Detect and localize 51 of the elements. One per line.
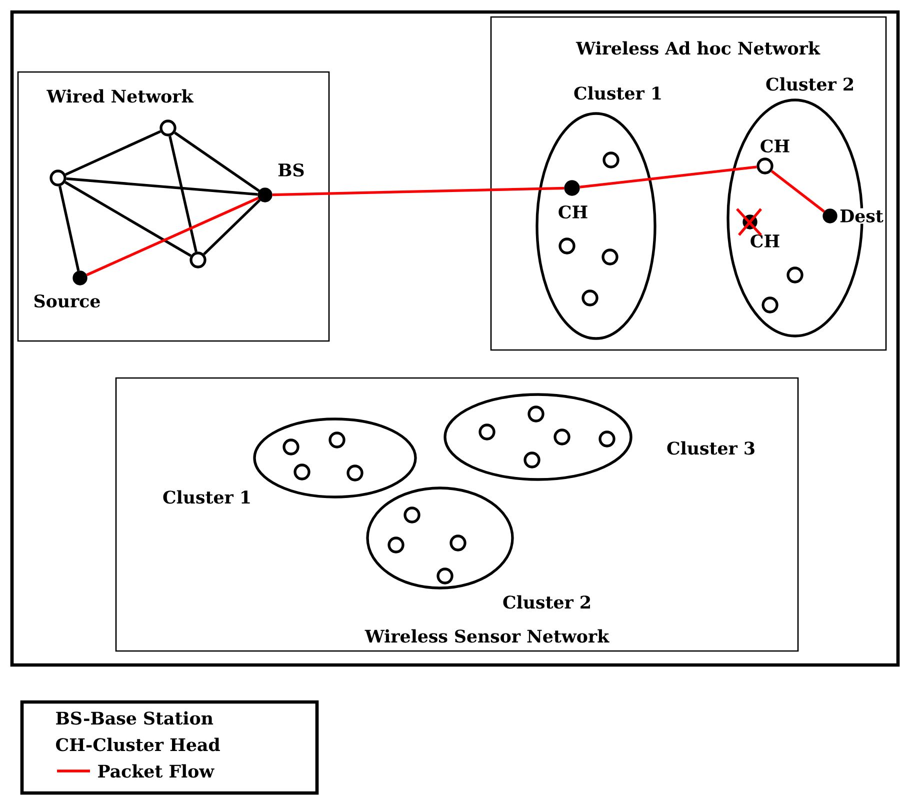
- node-label: Cluster 1: [163, 490, 250, 504]
- node-circle: [564, 180, 580, 196]
- link-line: [65, 130, 161, 176]
- node-label: CH: [748, 233, 782, 249]
- node-circle: [762, 296, 778, 314]
- node-circle: [404, 506, 420, 524]
- node-circle: [282, 438, 300, 456]
- link-line: [58, 186, 80, 272]
- node-label: Cluster 3: [667, 441, 754, 455]
- node-circle: [558, 238, 576, 254]
- link-line: [174, 132, 260, 192]
- node-circle: [598, 430, 616, 448]
- node-label: Source: [32, 293, 102, 309]
- node-circle: [258, 188, 272, 202]
- node-circle: [582, 290, 598, 306]
- link-line: [168, 136, 198, 252]
- node-circle: [602, 248, 618, 266]
- node-circle: [160, 120, 176, 136]
- node-circle: [328, 432, 346, 448]
- node-circle: [786, 266, 804, 284]
- node-label: CH: [556, 204, 590, 220]
- node-circle: [190, 252, 206, 268]
- node-label: Cluster 2: [766, 77, 853, 91]
- node-circle: [822, 208, 838, 224]
- link-line: [580, 166, 757, 188]
- node-circle: [72, 270, 88, 286]
- node-circle: [742, 214, 758, 230]
- node-circle: [450, 534, 466, 552]
- node-circle: [554, 428, 570, 446]
- node-circle: [346, 464, 364, 482]
- node-circle: [524, 452, 540, 468]
- node-circle: [50, 170, 66, 186]
- link-line: [770, 170, 825, 213]
- link-line: [86, 196, 259, 276]
- node-circle: [294, 464, 310, 480]
- node-circle: [528, 406, 544, 422]
- node-label: Cluster 1: [574, 86, 661, 100]
- link-line: [64, 181, 192, 257]
- node-circle: [756, 158, 774, 174]
- link-line: [272, 186, 564, 196]
- node-label: CH: [758, 138, 792, 154]
- node-label: BS: [276, 162, 306, 178]
- node-circle: [602, 152, 620, 168]
- node-circle: [388, 536, 404, 554]
- link-line: [66, 177, 258, 196]
- node-label: Dest: [838, 208, 885, 224]
- legend-box: BS-Base Station CH-Cluster Head Packet Flow: [20, 700, 319, 795]
- node-circle: [436, 568, 454, 584]
- node-circle: [478, 424, 496, 440]
- link-line: [203, 199, 261, 256]
- node-label: Cluster 2: [503, 595, 590, 609]
